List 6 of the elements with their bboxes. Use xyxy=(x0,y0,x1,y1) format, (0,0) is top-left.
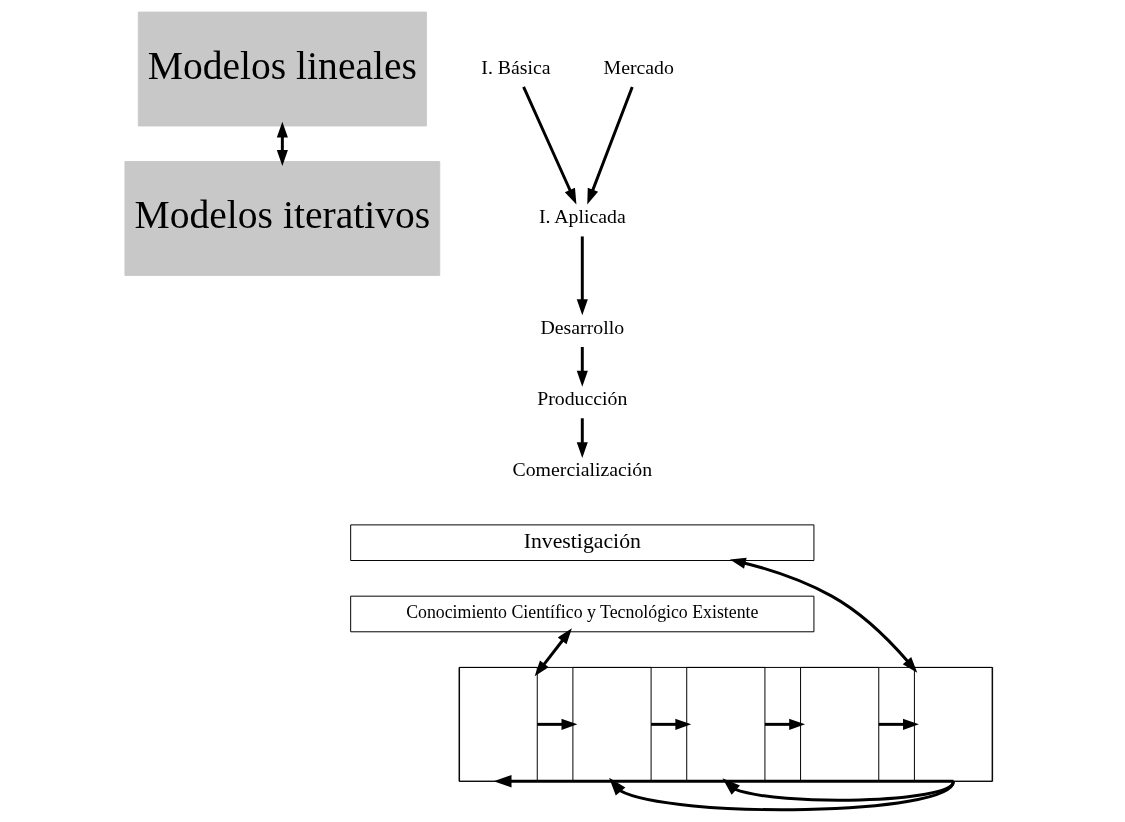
node-text: Mercado xyxy=(603,55,674,78)
node-text: Comercialización xyxy=(512,458,653,481)
node-text: Producción xyxy=(537,387,628,410)
node-text: Desarrollo xyxy=(540,315,625,338)
node-text: I. Básica xyxy=(481,55,551,78)
node-text: I. Aplicada xyxy=(538,205,626,228)
